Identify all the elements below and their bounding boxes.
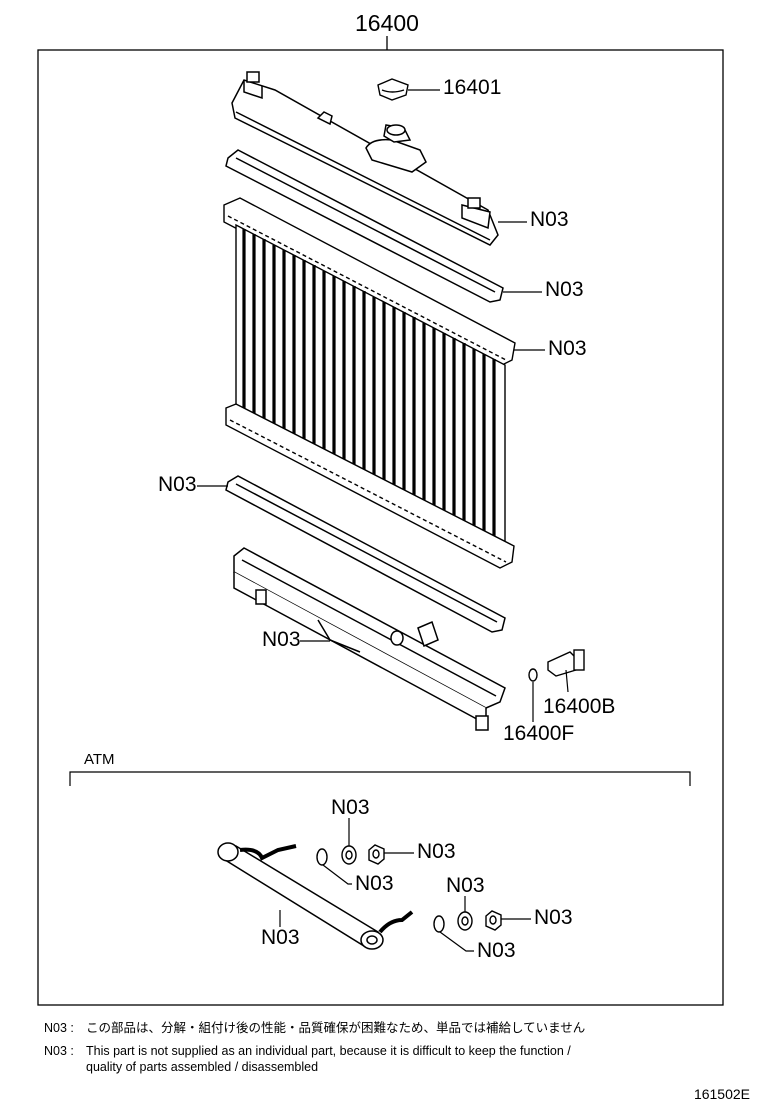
leader-drain-plug bbox=[565, 669, 569, 693]
assembly-part-number[interactable]: 16400 bbox=[355, 10, 419, 36]
atm-section-bracket bbox=[69, 771, 691, 786]
lower-gasket[interactable] bbox=[225, 475, 506, 633]
label-upper-gasket[interactable]: N03 bbox=[545, 278, 584, 301]
label-cap[interactable]: 16401 bbox=[443, 76, 501, 99]
note-english-cont: quality of parts assembled / disassemble… bbox=[44, 1059, 318, 1075]
upper-tank[interactable] bbox=[231, 71, 499, 246]
o-ring[interactable] bbox=[528, 668, 538, 682]
note-text: This part is not supplied as an individu… bbox=[86, 1044, 571, 1058]
upper-gasket[interactable] bbox=[225, 149, 504, 303]
label-core[interactable]: N03 bbox=[548, 337, 587, 360]
drain-plug[interactable] bbox=[547, 649, 585, 677]
note-text: この部品は、分解・組付け後の性能・品質確保が困難なため、単品では補給していません bbox=[86, 1021, 586, 1035]
label-oil-cooler[interactable]: N03 bbox=[261, 926, 300, 949]
label-drain-plug[interactable]: 16400B bbox=[543, 695, 615, 718]
note-code: N03 : bbox=[44, 1044, 74, 1058]
assembly-frame bbox=[37, 36, 724, 1006]
label-upper-tank[interactable]: N03 bbox=[530, 208, 569, 231]
label-lower-tank[interactable]: N03 bbox=[262, 628, 301, 651]
label-o-ring[interactable]: 16400F bbox=[503, 722, 574, 745]
label-washer-a2[interactable]: N03 bbox=[355, 872, 394, 895]
note-text: quality of parts assembled / disassemble… bbox=[86, 1060, 319, 1074]
section-label-atm: ATM bbox=[84, 751, 115, 768]
note-english: N03 : This part is not supplied as an ind… bbox=[44, 1043, 571, 1059]
note-code: N03 : bbox=[44, 1021, 74, 1035]
label-washer-b1[interactable]: N03 bbox=[446, 874, 485, 897]
label-washer-a1[interactable]: N03 bbox=[331, 796, 370, 819]
label-lower-gasket[interactable]: N03 bbox=[158, 473, 197, 496]
label-nut-b[interactable]: N03 bbox=[534, 906, 573, 929]
washer-group-a[interactable] bbox=[316, 844, 385, 866]
oil-cooler[interactable] bbox=[217, 842, 414, 950]
leader-washer-b2 bbox=[439, 931, 474, 952]
radiator-core[interactable] bbox=[223, 197, 516, 569]
washer-group-b[interactable] bbox=[433, 910, 502, 933]
label-washer-b2[interactable]: N03 bbox=[477, 939, 516, 962]
leader-washer-a2 bbox=[322, 864, 352, 885]
radiator-cap[interactable] bbox=[377, 78, 409, 101]
figure-number: 161502E bbox=[693, 1086, 750, 1102]
label-nut-a[interactable]: N03 bbox=[417, 840, 456, 863]
lower-tank[interactable] bbox=[233, 547, 506, 731]
note-japanese: N03 : この部品は、分解・組付け後の性能・品質確保が困難なため、単品では補給し… bbox=[44, 1020, 585, 1036]
